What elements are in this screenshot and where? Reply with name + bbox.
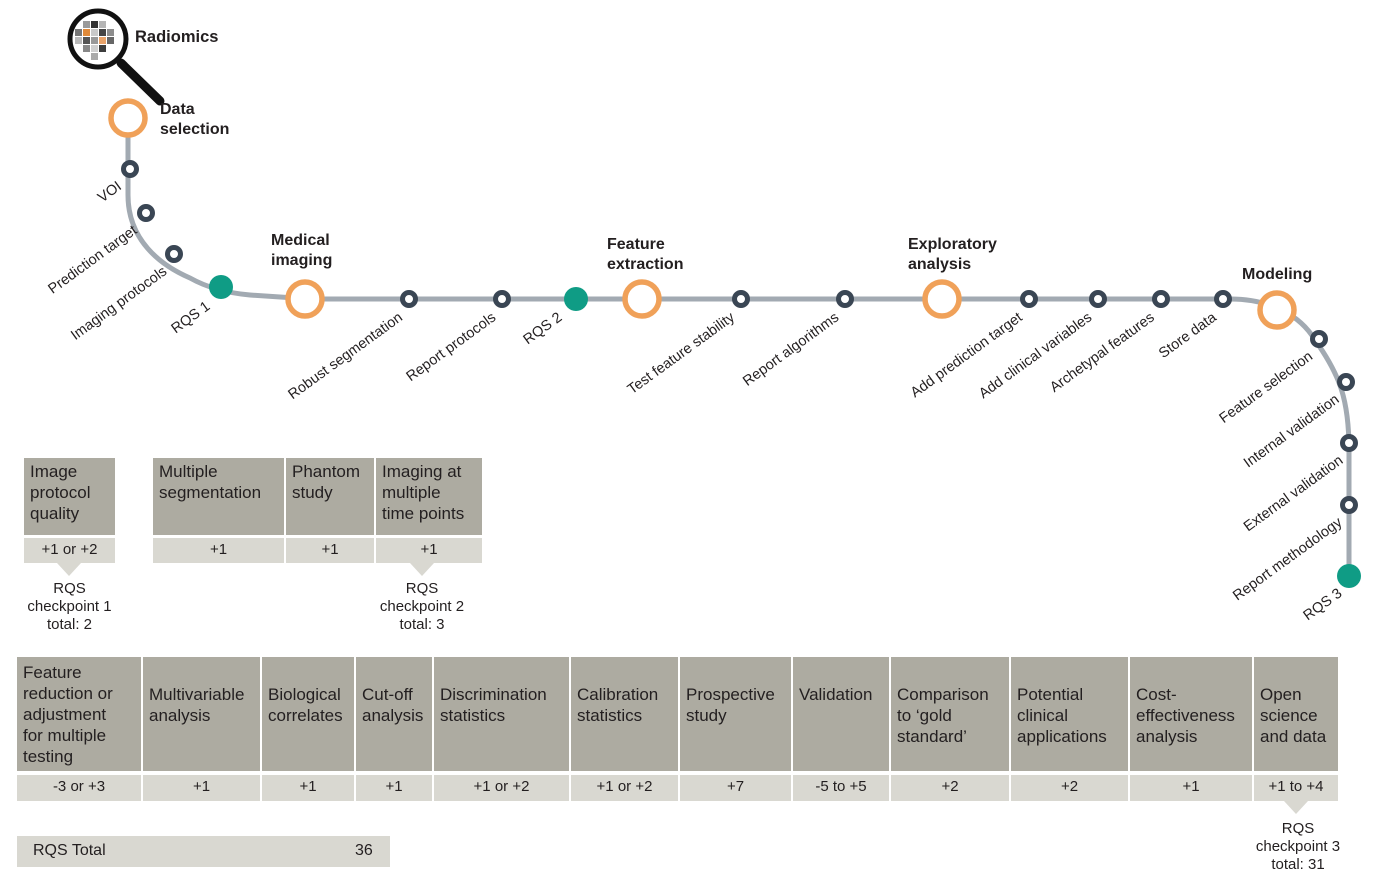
criterion-cell: Cut-off analysis xyxy=(356,657,432,771)
radiomics-logo xyxy=(67,8,165,106)
step-dot-add-clinical-variables xyxy=(1089,290,1107,308)
step-dot-report-protocols xyxy=(493,290,511,308)
points-cell: +1 xyxy=(1130,775,1252,801)
checkpoint-dot-rqs3 xyxy=(1337,564,1361,588)
criterion-cell: Discrimination statistics xyxy=(434,657,569,771)
step-dot-imaging-protocols xyxy=(165,245,183,263)
points-cell: +1 xyxy=(376,538,482,563)
rqs-total-value: 36 xyxy=(355,842,373,859)
criterion-cell: Prospective study xyxy=(680,657,791,771)
checkpoint-pointer-3 xyxy=(1284,801,1308,814)
criterion-cell: Feature reduction or adjustment for mult… xyxy=(17,657,141,771)
points-cell: +1 or +2 xyxy=(24,538,115,563)
checkpoint-pointer-2 xyxy=(410,563,434,576)
points-cell: +1 xyxy=(356,775,432,801)
stage-marker-exploratory-analysis xyxy=(922,279,962,319)
logo-title: Radiomics xyxy=(135,28,219,46)
criterion-cell: Multivariable analysis xyxy=(143,657,260,771)
step-dot-add-prediction-target xyxy=(1020,290,1038,308)
stage-marker-feature-extraction xyxy=(622,279,662,319)
stage-label-medical-imaging: Medical imaging xyxy=(271,232,333,269)
points-cell: +2 xyxy=(1011,775,1128,801)
rqs-total-bar: RQS Total 36 xyxy=(17,836,390,867)
checkpoint-dot-rqs2 xyxy=(564,287,588,311)
step-dot-feature-selection xyxy=(1310,330,1328,348)
step-dot-prediction-target xyxy=(137,204,155,222)
step-dots xyxy=(121,160,1358,514)
criterion-cell: Cost- effectiveness analysis xyxy=(1130,657,1252,771)
stage-label-feature-extraction: Feature extraction xyxy=(607,236,684,273)
points-cell: +7 xyxy=(680,775,791,801)
criterion-cell: Phantom study xyxy=(286,458,374,535)
criterion-cell: Comparison to ‘gold standard’ xyxy=(891,657,1009,771)
stage-label-data-selection: Data selection xyxy=(160,101,230,138)
step-dot-robust-segmentation xyxy=(400,290,418,308)
criterion-cell: Multiple segmentation xyxy=(153,458,284,535)
checkpoint-dot-rqs1 xyxy=(209,275,233,299)
points-cell: +1 xyxy=(143,775,260,801)
checkpoint-2-total: RQS checkpoint 2 total: 3 xyxy=(379,580,465,633)
criterion-cell: Validation xyxy=(793,657,889,771)
points-cell: -3 or +3 xyxy=(17,775,141,801)
points-cell: +1 to +4 xyxy=(1254,775,1338,801)
points-cell: +1 xyxy=(262,775,354,801)
points-cell: +1 xyxy=(286,538,374,563)
step-dot-voi xyxy=(121,160,139,178)
checkpoint-pointer-1 xyxy=(57,563,81,576)
criterion-cell: Image protocol quality xyxy=(24,458,115,535)
criterion-cell: Calibration statistics xyxy=(571,657,678,771)
stage-marker-data-selection xyxy=(108,98,148,138)
criterion-cell: Imaging at multiple time points xyxy=(376,458,482,535)
criterion-cell: Open science and data xyxy=(1254,657,1338,771)
stage-marker-modeling xyxy=(1257,290,1297,330)
step-dot-external-validation xyxy=(1340,434,1358,452)
step-dot-test-feature-stability xyxy=(732,290,750,308)
points-cell: +2 xyxy=(891,775,1009,801)
step-dot-archetypal-features xyxy=(1152,290,1170,308)
points-cell: +1 or +2 xyxy=(434,775,569,801)
rqs-total-label: RQS Total xyxy=(33,842,106,859)
criterion-cell: Potential clinical applications xyxy=(1011,657,1128,771)
points-cell: +1 or +2 xyxy=(571,775,678,801)
step-dot-store-data xyxy=(1214,290,1232,308)
stage-label-exploratory-analysis: Exploratory analysis xyxy=(908,236,997,273)
checkpoint-3-total: RQS checkpoint 3 total: 31 xyxy=(1255,820,1341,873)
step-dot-internal-validation xyxy=(1337,373,1355,391)
stage-marker-medical-imaging xyxy=(285,279,325,319)
step-dot-report-algorithms xyxy=(836,290,854,308)
step-dot-report-methodology xyxy=(1340,496,1358,514)
checkpoint-1-total: RQS checkpoint 1 total: 2 xyxy=(27,580,112,633)
stage-label-modeling: Modeling xyxy=(1242,266,1313,283)
points-cell: +1 xyxy=(153,538,284,563)
criterion-cell: Biological correlates xyxy=(262,657,354,771)
points-cell: -5 to +5 xyxy=(793,775,889,801)
